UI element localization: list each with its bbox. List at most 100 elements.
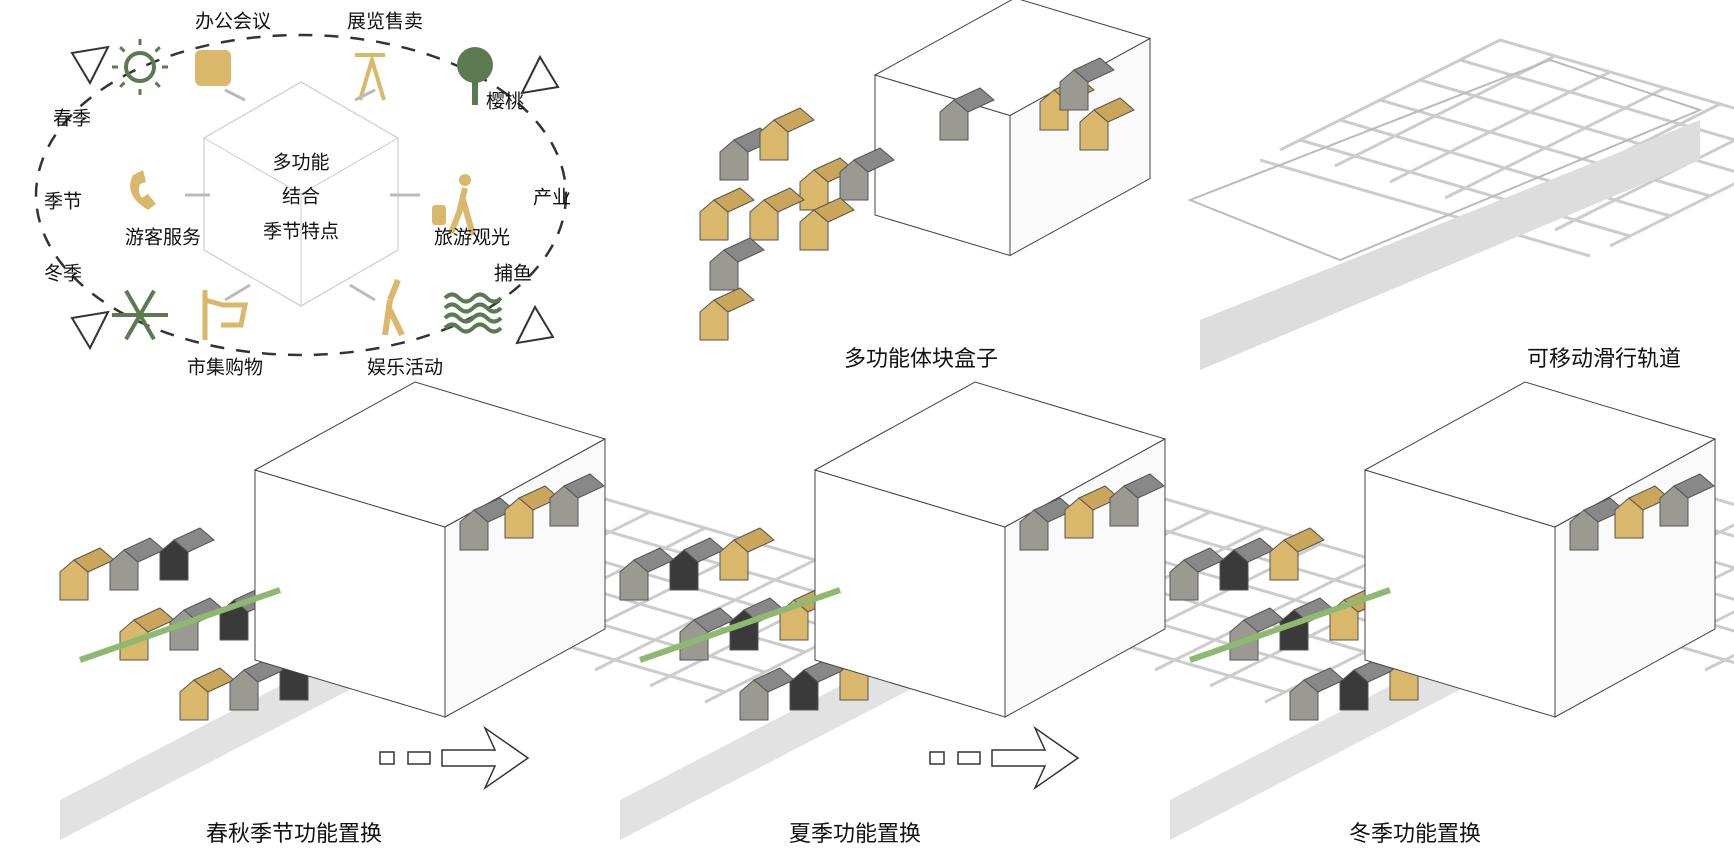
label-industry: 产业	[532, 186, 572, 209]
label-tourism: 旅游观光	[433, 226, 511, 249]
arrow-right-icon	[991, 725, 1080, 791]
spring-autumn-green-strip	[79, 587, 281, 663]
sliding-track-frame	[1259, 158, 1591, 258]
summer-house-roof	[733, 527, 775, 553]
label-entertainment: 娱乐活动	[366, 356, 444, 379]
summer-house	[1019, 509, 1049, 551]
spring-autumn-house	[109, 549, 139, 591]
winter-house	[1339, 669, 1369, 711]
function-box-house-roof	[713, 187, 755, 213]
function-box-house	[759, 119, 789, 161]
label-winter: 冬季	[43, 262, 83, 285]
snowflake-icon	[138, 289, 156, 316]
transition-arrow-2-dot	[957, 751, 981, 765]
function-box-house	[699, 199, 729, 241]
winter-house	[1659, 485, 1689, 527]
track-frame-outline	[1187, 58, 1703, 262]
spring-autumn-house	[179, 679, 209, 721]
center-line-3: 季节特点	[262, 220, 340, 243]
spring-autumn-house	[59, 559, 89, 601]
label-market: 市集购物	[186, 356, 264, 379]
function-box-house-roof	[763, 187, 805, 213]
snowflake-icon	[124, 289, 142, 316]
spring-autumn-house	[159, 539, 189, 581]
shopping-cart-icon	[202, 290, 249, 340]
function-box-house-roof	[853, 147, 895, 173]
function-box-house	[749, 199, 779, 241]
center-line-2: 结合	[281, 185, 321, 208]
sliding-track-frame	[1499, 38, 1734, 110]
label-season: 季节	[43, 190, 83, 213]
winter-house	[1614, 497, 1644, 539]
sliding-track-frame	[1379, 98, 1711, 198]
tree-icon-crown	[457, 47, 493, 83]
winter-house-roof	[1673, 473, 1715, 499]
function-box-house-roof	[1093, 97, 1135, 123]
label-office: 办公会议	[194, 10, 272, 33]
label-fishing: 捕鱼	[493, 262, 533, 285]
sun-ray	[154, 46, 161, 53]
luggage-icon	[432, 205, 446, 225]
sliding-track-frame	[1554, 138, 1734, 232]
sliding-track-frame	[1459, 58, 1734, 142]
summer-house-roof	[1123, 473, 1165, 499]
spring-autumn-house	[504, 497, 534, 539]
summer-house	[719, 539, 749, 581]
sliding-track-frame	[1279, 38, 1501, 152]
sliding-track-frame	[1299, 138, 1631, 238]
snowflake-icon	[138, 314, 156, 341]
function-box-house	[719, 139, 749, 181]
center-line-1: 多功能	[272, 151, 330, 174]
traveler-icon-body	[448, 187, 476, 236]
winter-house	[1569, 509, 1599, 551]
sun-ray	[119, 81, 126, 88]
caption-boxes: 多功能体块盒子	[843, 347, 999, 372]
arrow-right-icon	[441, 725, 530, 791]
spring-autumn-house	[459, 509, 489, 551]
summer-house	[619, 559, 649, 601]
winter-house	[1219, 549, 1249, 591]
summer-house	[739, 679, 769, 721]
arrow-icon	[224, 88, 246, 102]
transition-arrow-1-dot	[407, 751, 431, 765]
snowflake-icon	[124, 314, 142, 341]
function-box-house	[699, 299, 729, 341]
winter-house	[1269, 539, 1299, 581]
spring-autumn-house-roof	[173, 527, 215, 553]
arrow-icon	[349, 283, 376, 302]
caption-summer: 夏季功能置换	[788, 822, 922, 847]
label-visitor-service: 游客服务	[124, 226, 202, 249]
function-box-house	[1079, 109, 1109, 151]
camera-tripod-icon	[355, 53, 386, 101]
sliding-track-frame	[1389, 70, 1611, 184]
summer-house	[669, 549, 699, 591]
function-box-house	[709, 249, 739, 291]
sun-icon	[124, 51, 156, 83]
function-box-house	[939, 99, 969, 141]
winter-green-strip	[1189, 587, 1391, 663]
function-box-house-roof	[713, 287, 755, 313]
function-box-house	[799, 169, 829, 211]
label-exhibition: 展览售卖	[346, 10, 424, 33]
function-box-house-roof	[723, 237, 765, 263]
triangle-arrow-icon	[515, 304, 555, 345]
transition-arrow-2-dot	[929, 751, 945, 765]
transition-arrow-1-dot	[379, 751, 395, 765]
caption-winter: 冬季功能置换	[1348, 822, 1482, 847]
caption-track: 可移动滑行轨道	[1526, 347, 1682, 372]
spring-autumn-house-roof	[563, 473, 605, 499]
sliding-track-frame	[1334, 54, 1556, 168]
function-box-house	[1059, 69, 1089, 111]
summer-house	[1109, 485, 1139, 527]
sliding-track-frame	[1339, 118, 1671, 218]
summer-green-strip	[639, 587, 841, 663]
dancer-icon	[382, 278, 405, 337]
summer-house	[1064, 497, 1094, 539]
label-spring: 春季	[52, 107, 92, 130]
triangle-arrow-icon	[70, 45, 110, 86]
function-box-house-roof	[1073, 57, 1115, 83]
traveler-icon	[459, 174, 471, 186]
waves-icon	[443, 292, 503, 304]
function-box-house-roof	[773, 107, 815, 133]
